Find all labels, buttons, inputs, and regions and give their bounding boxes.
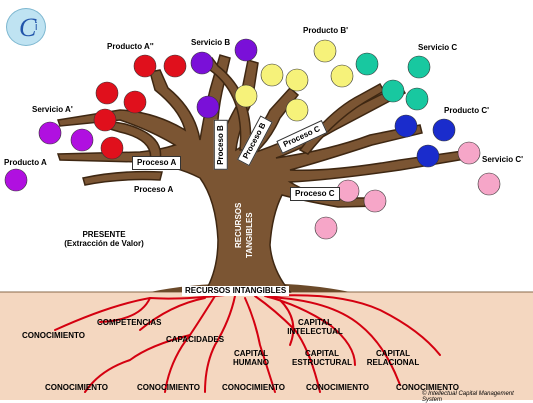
fruit-yellow — [234, 84, 258, 108]
fruit-purple — [38, 121, 62, 145]
fruit-red — [163, 54, 187, 78]
label-competencias: COMPETENCIAS — [97, 318, 162, 327]
label-servicio-b: Servicio B — [191, 38, 231, 47]
label-capital-intelectual: CAPITAL INTELECTUAL — [274, 318, 356, 336]
fruit-blue — [416, 144, 440, 168]
capital-estructural-line2: ESTRUCTURAL — [292, 358, 352, 368]
soil-area — [0, 292, 533, 400]
label-conocimiento-bottom: CONOCIMIENTO — [222, 383, 285, 392]
capital-humano-line1: CAPITAL — [233, 349, 269, 358]
capital-relacional-line1: CAPITAL — [375, 349, 411, 358]
label-conocimiento-bottom: CONOCIMIENTO — [45, 383, 108, 392]
fruit-red — [100, 136, 124, 160]
label-producto-c2: Producto C' — [444, 106, 490, 115]
label-conocimiento-left: CONOCIMIENTO — [22, 331, 85, 340]
label-servicio-a2: Servicio A' — [32, 105, 73, 114]
fruit-yellow — [260, 63, 284, 87]
fruit-yellow — [330, 64, 354, 88]
label-conocimiento-bottom: CONOCIMIENTO — [396, 383, 459, 392]
label-capital-relacional: CAPITAL RELACIONAL — [360, 349, 426, 367]
capital-estructural-line1: CAPITAL — [304, 349, 340, 358]
fruit-teal — [407, 55, 431, 79]
fruit-teal — [381, 79, 405, 103]
box-proceso-c: Proceso C — [290, 187, 340, 201]
capital-humano-line2: HUMANO — [233, 358, 269, 368]
logo-subscript: i — [35, 21, 38, 33]
capital-relacional-line2: RELACIONAL — [366, 358, 420, 368]
label-capital-humano: CAPITAL HUMANO — [226, 349, 276, 367]
label-conocimiento-bottom: CONOCIMIENTO — [306, 383, 369, 392]
fruit-violet — [190, 51, 214, 75]
label-producto-b2: Producto B' — [303, 26, 349, 35]
capital-intelectual-line2: INTELECTUAL — [287, 327, 343, 337]
fruit-red — [133, 54, 157, 78]
fruits — [4, 38, 501, 240]
ci-logo: C i — [6, 8, 46, 46]
trunk-label-line2: TANGIBLES — [245, 212, 254, 258]
present-title: PRESENTE — [82, 230, 126, 239]
label-capacidades: CAPACIDADES — [166, 335, 225, 344]
fruit-violet — [196, 95, 220, 119]
fruit-pink — [457, 141, 481, 165]
label-conocimiento-bottom: CONOCIMIENTO — [137, 383, 200, 392]
logo-letter: C — [19, 13, 37, 42]
fruit-pink — [477, 172, 501, 196]
fruit-yellow — [313, 39, 337, 63]
copyright-text: © Intellectual Capital Management System — [422, 391, 514, 403]
fruit-blue — [394, 114, 418, 138]
fruit-yellow — [285, 68, 309, 92]
label-servicio-c2: Servicio C' — [482, 155, 524, 164]
fruit-purple — [70, 128, 94, 152]
fruit-red — [123, 90, 147, 114]
trunk-label-line1: RECURSOS — [234, 202, 243, 248]
fruit-red — [95, 81, 119, 105]
box-proceso-b-vertical: Proceso B — [213, 120, 228, 170]
fruit-pink — [336, 179, 360, 203]
label-capital-estructural: CAPITAL ESTRUCTURAL — [284, 349, 360, 367]
fruit-blue — [432, 118, 456, 142]
fruit-yellow — [285, 98, 309, 122]
fruit-teal — [405, 87, 429, 111]
fruit-teal — [355, 52, 379, 76]
tree-trunk — [56, 54, 472, 293]
label-recursos-intangibles: RECURSOS INTANGIBLES — [182, 286, 290, 296]
roots — [54, 294, 441, 393]
present-block: PRESENTE (Extracción de Valor) — [44, 230, 164, 248]
fruit-red — [93, 108, 117, 132]
fruit-violet — [234, 38, 258, 62]
fruit-pink — [314, 216, 338, 240]
label-producto-a2: Producto A'' — [107, 42, 154, 51]
fruit-pink — [363, 189, 387, 213]
label-proceso-a: Proceso A — [134, 185, 174, 194]
box-proceso-a: Proceso A — [132, 156, 182, 170]
capital-intelectual-line1: CAPITAL — [297, 318, 333, 327]
present-subtitle: (Extracción de Valor) — [64, 239, 144, 249]
label-producto-a: Producto A — [4, 158, 47, 167]
fruit-purple — [4, 168, 28, 192]
label-servicio-c: Servicio C — [418, 43, 458, 52]
